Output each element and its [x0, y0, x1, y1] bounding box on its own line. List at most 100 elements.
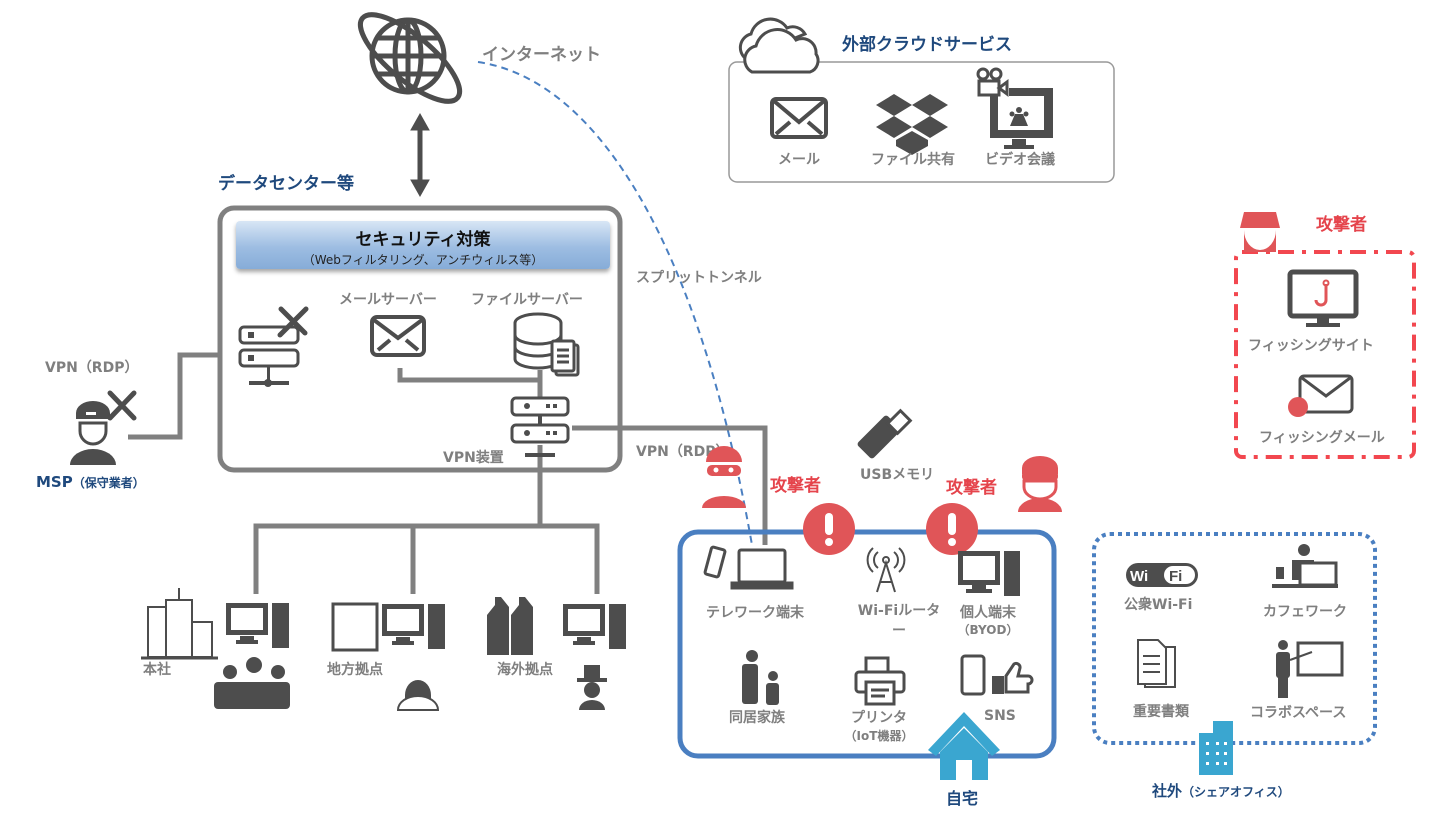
warning-icon: [926, 503, 978, 555]
home-item-label: プリンタ: [851, 710, 907, 726]
woman-icon: [396, 680, 440, 711]
outside-item-label: コラボスペース: [1250, 705, 1347, 721]
outside-item-label: 公衆Wi-Fi: [1124, 597, 1193, 613]
home-title: 自宅: [946, 789, 979, 808]
security-title: セキュリティ対策: [355, 230, 491, 250]
msp-vpn-line: [128, 352, 222, 440]
branch-label: 本社: [143, 662, 171, 678]
pc-icon: [226, 603, 289, 648]
home-item-sub: （IoT機器）: [844, 729, 914, 743]
phishing-site-icon: [1287, 269, 1359, 327]
wifi-router-icon: [866, 547, 906, 593]
usb-memory-icon: [857, 408, 913, 459]
home-item-label: 個人端末: [960, 605, 1016, 621]
svg-text:Fi: Fi: [1169, 568, 1182, 585]
public-wifi-icon: Wi Fi: [1126, 563, 1198, 587]
home-item-sub: （BYOD）: [957, 623, 1019, 637]
phishing-frame: [1234, 250, 1416, 459]
outside-frame: [1092, 532, 1377, 745]
family-icon: [742, 650, 779, 705]
warning-icon: [803, 503, 855, 555]
cloud-frame: [728, 61, 1115, 183]
home-vpn-line: [572, 425, 768, 545]
outside-title: 社外（シェアオフィス）: [1152, 780, 1290, 801]
phishing-mail-label: フィッシングメール: [1259, 430, 1385, 446]
masked-attacker-icon: [702, 446, 746, 508]
phishing-site-label: フィッシングサイト: [1248, 338, 1374, 354]
attacker-label: 攻撃者: [770, 476, 821, 496]
outside-item-label: カフェワーク: [1263, 604, 1347, 620]
wrench-screwdriver-icon: [277, 306, 309, 338]
house-icon: [928, 712, 1000, 780]
home-item-label: Wi-Fiルータ: [857, 603, 941, 619]
attacker-label: 攻撃者: [946, 478, 997, 498]
office-building-icon: [1199, 721, 1233, 775]
office-building-icon: [331, 602, 379, 652]
personal-pc-icon: [958, 551, 1020, 596]
overseas-building-icon: [487, 597, 533, 655]
bidirectional-arrow: [410, 112, 430, 198]
cloud-service-label: ファイル共有: [871, 152, 955, 168]
outside-title-main: 社外: [1152, 782, 1183, 800]
home-frame: [677, 529, 1057, 759]
split-tunnel-label: スプリットトンネル: [636, 270, 762, 286]
sns-icon: [960, 654, 1034, 696]
security-banner: セキュリティ対策 （Webフィルタリング、アンチウィルス等）: [236, 221, 610, 269]
pc-icon: [563, 604, 626, 649]
cloud-service-label: ビデオ会議: [985, 152, 1055, 168]
usb-memory-label: USBメモリ: [860, 467, 935, 483]
gentleman-icon: [577, 665, 607, 710]
anonymous-attacker-icon: [1240, 212, 1280, 252]
important-documents-icon: [1137, 639, 1176, 688]
attacker-label: 攻撃者: [1316, 215, 1367, 235]
msp-title: MSP（保守業者）: [36, 472, 145, 491]
branch-line: [253, 523, 600, 594]
split-tunnel-line: [477, 61, 753, 546]
home-item-label: SNS: [984, 708, 1016, 724]
outside-item-label: 重要書類: [1133, 704, 1189, 720]
svg-text:Wi: Wi: [1130, 568, 1148, 585]
people-group-icon: [214, 657, 290, 709]
security-subtitle: （Webフィルタリング、アンチウィルス等）: [302, 253, 544, 267]
branch-label: 地方拠点: [327, 662, 383, 678]
home-item-label: 同居家族: [729, 710, 785, 726]
mail-server-label: メールサーバー: [339, 292, 437, 308]
cloud-service-label: メール: [778, 152, 820, 168]
msp-sub: （保守業者）: [72, 476, 145, 490]
msp-vpn-label: VPN（RDP）: [45, 360, 139, 376]
home-vpn-label: VPN（RDP）: [636, 444, 730, 460]
vpn-device-label: VPN装置: [443, 450, 504, 466]
phishing-mail-icon: [1288, 374, 1354, 417]
cafe-work-icon: [1272, 544, 1338, 588]
internet-label: インターネット: [482, 45, 601, 65]
home-item-label: テレワーク端末: [706, 605, 804, 621]
pc-icon: [382, 604, 445, 649]
datacenter-frame: [217, 205, 623, 473]
collaboration-space-icon: [1276, 640, 1344, 698]
outside-title-sub: （シェアオフィス）: [1182, 785, 1290, 799]
wifi-router-label-wrap: ー: [892, 623, 906, 639]
datacenter-title: データセンター等: [218, 174, 354, 194]
thief-attacker-icon: [1018, 456, 1062, 512]
cloud-title: 外部クラウドサービス: [842, 35, 1012, 55]
telework-device-icon: [703, 545, 794, 590]
hq-building-icon: [141, 588, 218, 660]
file-server-label: ファイルサーバー: [471, 292, 583, 308]
branch-label: 海外拠点: [497, 662, 553, 678]
